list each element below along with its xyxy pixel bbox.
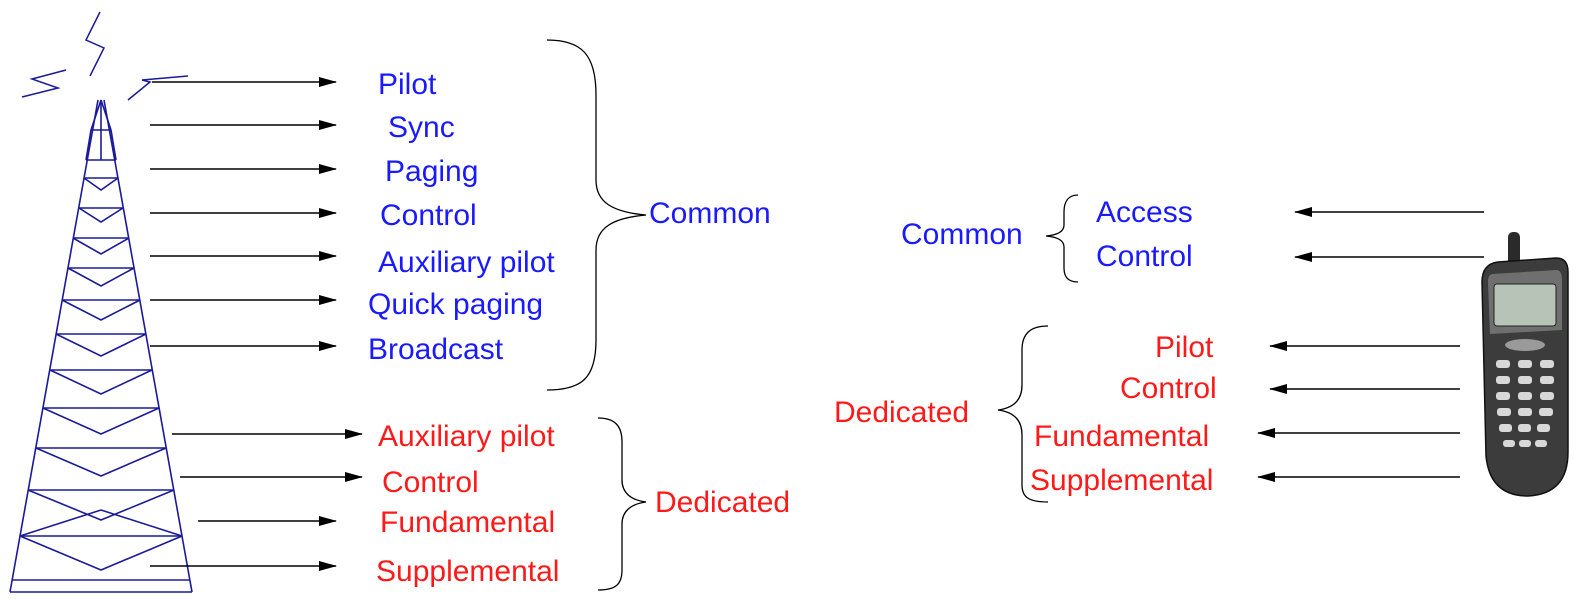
forward-common-channel-paging: Paging: [385, 155, 479, 188]
reverse-common-arrows: [1294, 207, 1484, 262]
forward-dedicated-group-label: Dedicated: [655, 486, 791, 519]
forward-common-channel-auxiliary-pilot: Auxiliary pilot: [378, 246, 555, 279]
reverse-common-group-label: Common: [901, 218, 1023, 251]
radio-wave-icon: [21, 11, 189, 101]
reverse-dedicated-group-label: Dedicated: [834, 396, 970, 429]
reverse-dedicated-channel-pilot: Pilot: [1155, 331, 1214, 364]
reverse-dedicated-brace: [997, 325, 1049, 503]
reverse-dedicated-arrows: [1257, 341, 1460, 482]
reverse-common-channel-access: Access: [1096, 196, 1193, 229]
antenna-tower-icon: [9, 99, 193, 593]
forward-dedicated-channel-fundamental: Fundamental: [380, 506, 556, 539]
reverse-dedicated-channel-fundamental: Fundamental: [1034, 420, 1210, 453]
forward-common-arrows: [150, 77, 337, 351]
reverse-dedicated-channel-supplemental: Supplemental: [1030, 464, 1214, 497]
reverse-dedicated-channel-control: Control: [1120, 372, 1217, 405]
forward-dedicated-channel-control: Control: [382, 466, 479, 499]
forward-common-group-label: Common: [649, 197, 771, 230]
forward-common-channel-broadcast: Broadcast: [368, 333, 504, 366]
mobile-phone-icon: [1481, 232, 1569, 497]
forward-dedicated-channel-supplemental: Supplemental: [376, 555, 560, 588]
forward-common-channel-sync: Sync: [388, 111, 455, 144]
reverse-common-brace: [1045, 194, 1079, 283]
forward-common-channel-quick-paging: Quick paging: [368, 288, 544, 321]
forward-dedicated-arrows: [150, 429, 363, 571]
forward-dedicated-brace: [597, 417, 647, 591]
forward-common-brace: [546, 39, 647, 391]
reverse-common-channel-control: Control: [1096, 240, 1193, 273]
forward-common-channel-pilot: Pilot: [378, 68, 437, 101]
forward-dedicated-channel-auxiliary-pilot: Auxiliary pilot: [378, 420, 555, 453]
forward-common-channel-control: Control: [380, 199, 477, 232]
